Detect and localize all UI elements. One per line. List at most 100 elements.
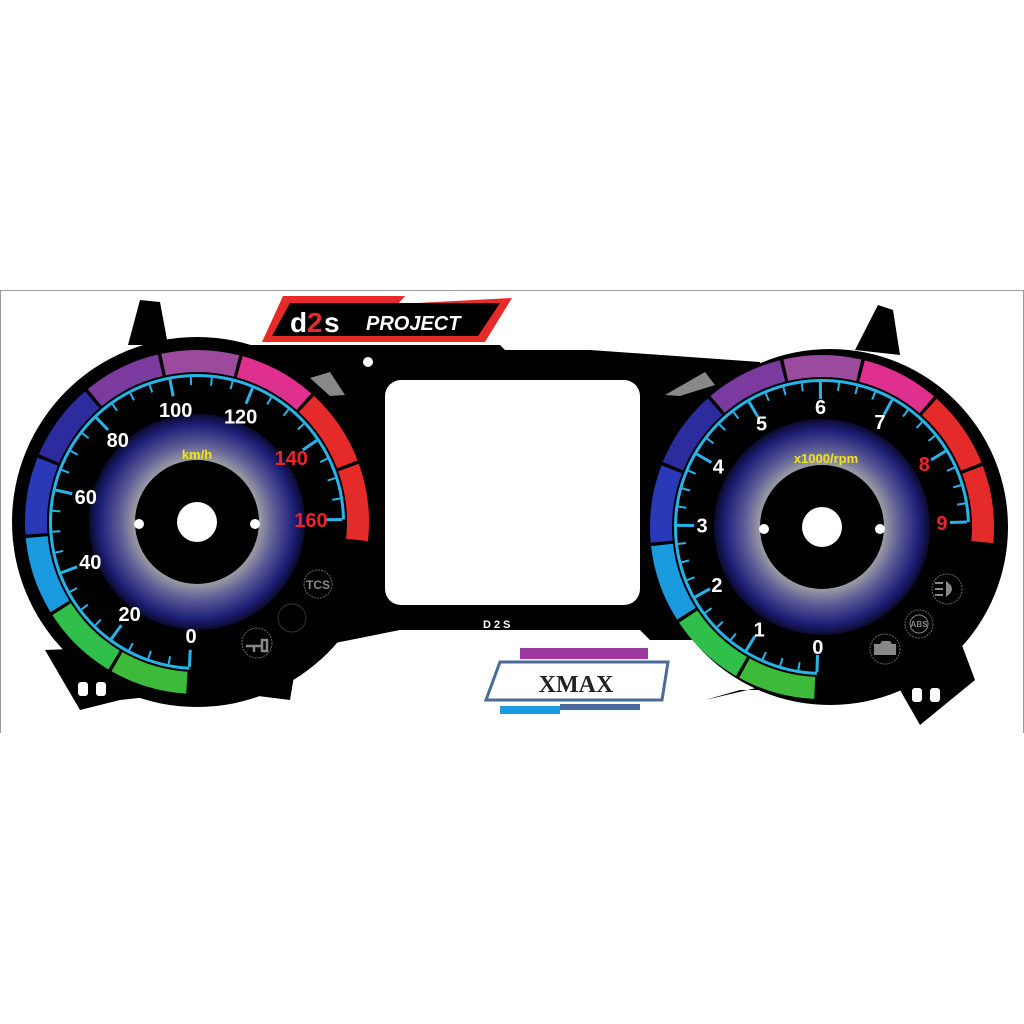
major-tick	[949, 520, 967, 525]
minor-tick	[80, 603, 89, 611]
scale-label: 140	[275, 448, 308, 470]
color-band-segment	[662, 398, 723, 471]
minor-tick	[871, 391, 877, 400]
headlight-icon	[931, 573, 963, 605]
scale-label: 9	[936, 513, 947, 535]
color-band-segment	[739, 658, 816, 699]
minor-tick	[764, 392, 770, 402]
center-display-window	[385, 380, 640, 605]
minor-tick	[952, 484, 962, 489]
minor-tick	[327, 477, 336, 482]
scale-label: 3	[696, 516, 707, 538]
screw-slot	[96, 682, 106, 696]
logo-letter: d	[290, 307, 307, 338]
major-tick	[187, 649, 192, 667]
scale-label: 60	[75, 487, 97, 509]
minor-tick	[718, 423, 726, 431]
needle-hole	[177, 502, 217, 542]
major-tick	[95, 416, 110, 431]
minor-tick	[686, 576, 695, 582]
major-tick	[695, 452, 713, 464]
minor-tick	[52, 509, 61, 513]
color-band-segment	[921, 398, 982, 471]
color-band-segment	[651, 543, 696, 620]
hub-marker	[134, 519, 144, 529]
right-top-tab	[855, 305, 900, 355]
minor-tick	[902, 409, 909, 418]
tcs-label: TCS	[306, 578, 330, 592]
minor-tick	[167, 656, 172, 665]
major-tick	[60, 565, 78, 575]
major-tick	[815, 654, 820, 672]
color-band-segment	[24, 457, 58, 535]
minor-tick	[69, 587, 78, 593]
left-top-tab	[128, 300, 168, 345]
major-tick	[244, 387, 254, 405]
scale-label: 4	[713, 457, 725, 479]
screw-slot	[78, 682, 88, 696]
major-tick	[744, 635, 757, 652]
major-tick	[168, 379, 175, 397]
hub-marker	[875, 524, 885, 534]
model-badge: XMAX	[483, 648, 670, 714]
color-band-segment	[38, 391, 100, 463]
minor-tick	[297, 423, 305, 431]
scale-label: 0	[185, 626, 196, 648]
hub-marker	[250, 519, 260, 529]
color-band-segment	[111, 652, 188, 694]
left-turn-mark-icon	[310, 372, 345, 396]
minor-tick	[706, 437, 715, 445]
minor-tick	[782, 386, 787, 396]
scale-label: 1	[754, 619, 765, 641]
major-tick	[301, 439, 318, 452]
unit-label: km/h	[182, 447, 212, 462]
minor-tick	[111, 403, 118, 412]
minor-tick	[732, 411, 740, 420]
minor-tick	[687, 469, 697, 475]
minor-tick	[129, 392, 135, 401]
major-tick	[110, 624, 123, 640]
minor-tick	[681, 559, 690, 564]
color-band-segment	[298, 395, 358, 469]
minor-tick	[837, 382, 840, 392]
minor-tick	[678, 505, 687, 509]
minor-tick	[210, 377, 213, 386]
abs-indicator: ABS	[904, 609, 934, 639]
scale-label: 80	[107, 430, 129, 452]
engine-check-icon	[869, 633, 901, 665]
major-tick	[882, 399, 894, 416]
minor-tick	[128, 642, 134, 651]
minor-tick	[282, 408, 290, 417]
color-band-segment	[679, 610, 747, 676]
major-tick	[55, 488, 73, 496]
minor-tick	[266, 396, 273, 405]
small-logo-mark: D2S	[483, 619, 513, 631]
color-band-segment	[962, 465, 994, 544]
abs-label: ABS	[911, 620, 929, 629]
minor-tick	[927, 435, 936, 442]
major-tick	[747, 400, 759, 418]
minor-tick	[52, 530, 61, 533]
major-tick	[694, 587, 711, 599]
minor-tick	[716, 620, 724, 628]
minor-tick	[761, 651, 767, 660]
scale-label: 2	[711, 575, 722, 597]
minor-tick	[61, 468, 70, 474]
scale-label: 40	[79, 552, 101, 574]
logo-word: PROJECT	[366, 313, 462, 335]
minor-tick	[229, 381, 234, 390]
immobilizer-key-icon	[241, 627, 273, 659]
minor-tick	[55, 549, 64, 554]
minor-tick	[332, 497, 341, 501]
minor-tick	[81, 432, 90, 440]
scale-label: 6	[815, 397, 826, 419]
logo-letter: s	[324, 307, 340, 338]
tcs-indicator: TCS	[303, 569, 333, 599]
minor-tick	[800, 383, 804, 392]
minor-tick	[730, 632, 737, 641]
minor-tick	[704, 607, 713, 614]
minor-tick	[148, 384, 154, 393]
